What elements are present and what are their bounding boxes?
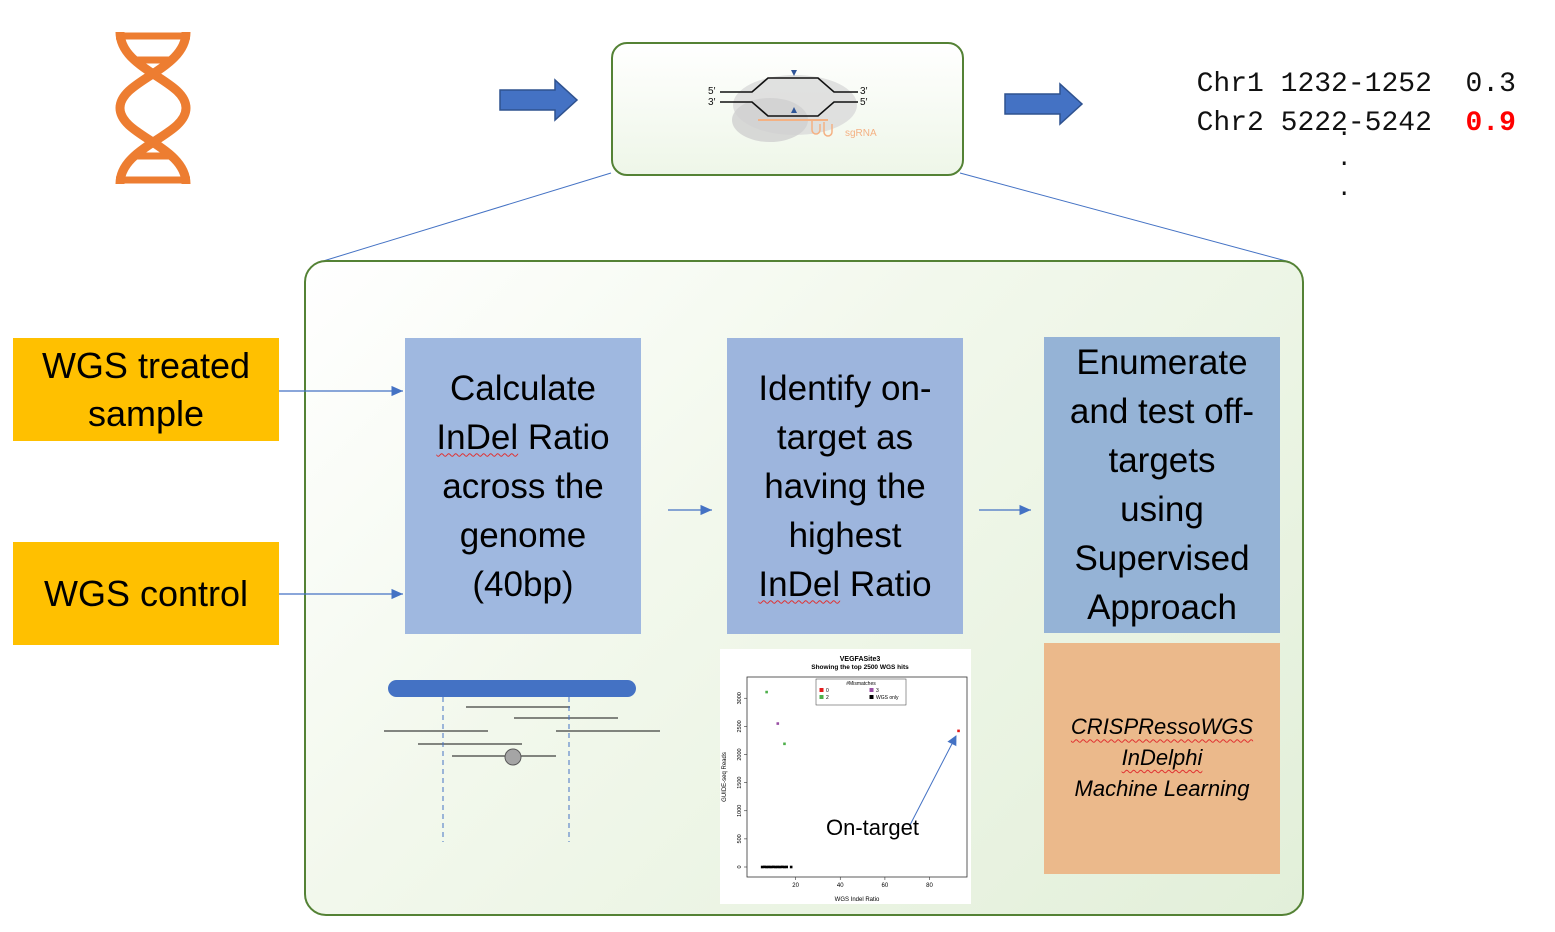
x-tick-label: 60 [882,883,889,889]
strand-label-5-right: 5′ [860,97,868,108]
dna-icon [115,31,191,185]
y-tick-label: 1500 [737,777,743,789]
legend-swatch [869,688,874,692]
result-chr: Chr2 [1196,108,1264,139]
step2-top: Identify on- target as having the highes… [758,368,932,555]
arrow-right-icon [1004,82,1084,126]
data-point [780,865,784,869]
ellipsis-dot: . [1337,116,1352,143]
data-point [765,865,768,869]
arrow-right-icon [499,78,579,122]
chart-subtitle: Showing the top 2500 WGS hits [811,664,909,671]
data-point [789,865,793,869]
step-identify-on-target: Identify on- target as having the highes… [727,338,963,634]
x-tick-label: 80 [926,883,933,889]
legend-box [815,678,907,706]
result-chr: Chr1 [1196,69,1264,100]
read-alignment-illustration [384,680,660,842]
data-point [765,690,768,694]
data-point [772,865,775,869]
ellipsis-dot: . [1337,146,1352,173]
ellipsis-dot: . [1337,176,1352,203]
step1-indel: InDel [436,417,519,457]
step2-ratio: Ratio [840,564,932,604]
y-tick-label: 3000 [737,692,743,704]
tools-box: CRISPRessoWGS InDelphi Machine Learning [1044,643,1280,874]
data-point [776,722,780,725]
legend-swatch [819,695,824,699]
data-point [769,865,773,869]
dna-cut-diagram [720,70,858,142]
strand-label-3-left: 3′ [708,97,716,108]
y-tick-label: 0 [737,865,743,868]
tool-indelphi: InDelphi [1121,745,1203,771]
step3-text: Enumerate and test off- targets using Su… [1069,343,1255,627]
step1-line1: Calculate [450,368,596,408]
strand-label-3-right: 3′ [860,86,868,97]
result-range: 5222-5242 [1280,108,1432,139]
legend-label: 2 [826,695,829,701]
legend-swatch [819,688,824,692]
y-tick-label: 500 [737,834,743,843]
data-point [774,865,777,869]
y-tick-label: 2000 [737,748,743,760]
result-row-1: Chr1 1232-1252 0.3 [1163,38,1516,100]
chart-title: VEGFASite3 [840,656,881,663]
data-point [760,865,764,869]
x-axis-label: WGS Indel Ratio [835,897,880,903]
legend-label: WGS only [876,695,899,701]
data-point [776,865,780,869]
data-point [783,742,786,746]
plot-frame [746,676,968,878]
on-target-annotation: On-target [826,815,919,840]
result-score-highlight: 0.9 [1465,108,1516,139]
step-enumerate-off-targets: Enumerate and test off- targets using Su… [1044,337,1280,633]
x-tick-label: 40 [837,883,844,889]
tool-crispressowgs: CRISPRessoWGS [1070,714,1254,740]
data-point [785,865,789,869]
y-tick-label: 2500 [737,720,743,732]
strand-label-5-left: 5′ [708,86,716,97]
scatter-chart-card: VEGFASite3 Showing the top 2500 WGS hits… [720,649,971,904]
data-point [778,865,782,869]
step2-indel: InDel [758,564,841,604]
y-tick-label: 1000 [737,805,743,817]
legend-label: 3 [876,688,879,694]
step1-ratio: Ratio [518,417,610,457]
tool-machine-learning: Machine Learning [1074,775,1250,801]
step-calculate-indel-ratio: Calculate InDel Ratio across the genome … [405,338,641,634]
on-target-arrow [909,735,957,826]
result-score: 0.3 [1465,69,1516,100]
sgrna-label: sgRNA [845,128,877,139]
data-point [763,865,766,869]
result-range: 1232-1252 [1280,69,1432,100]
legend-label: 0 [826,688,829,694]
input-wgs-treated: WGS treated sample [13,338,279,441]
step1-rest: across the genome (40bp) [442,466,604,604]
data-point [783,865,786,869]
legend-swatch [869,695,874,699]
y-axis-label: GUIDE-seq Reads [722,752,728,802]
scatter-chart: VEGFASite3 Showing the top 2500 WGS hits… [722,656,968,903]
legend-title: #Mismatches [846,681,876,687]
x-tick-label: 20 [792,883,799,889]
input-wgs-control: WGS control [13,542,279,645]
result-row-2: Chr2 5222-5242 0.9 [1163,77,1516,139]
data-point [957,729,960,733]
data-point [767,865,771,869]
